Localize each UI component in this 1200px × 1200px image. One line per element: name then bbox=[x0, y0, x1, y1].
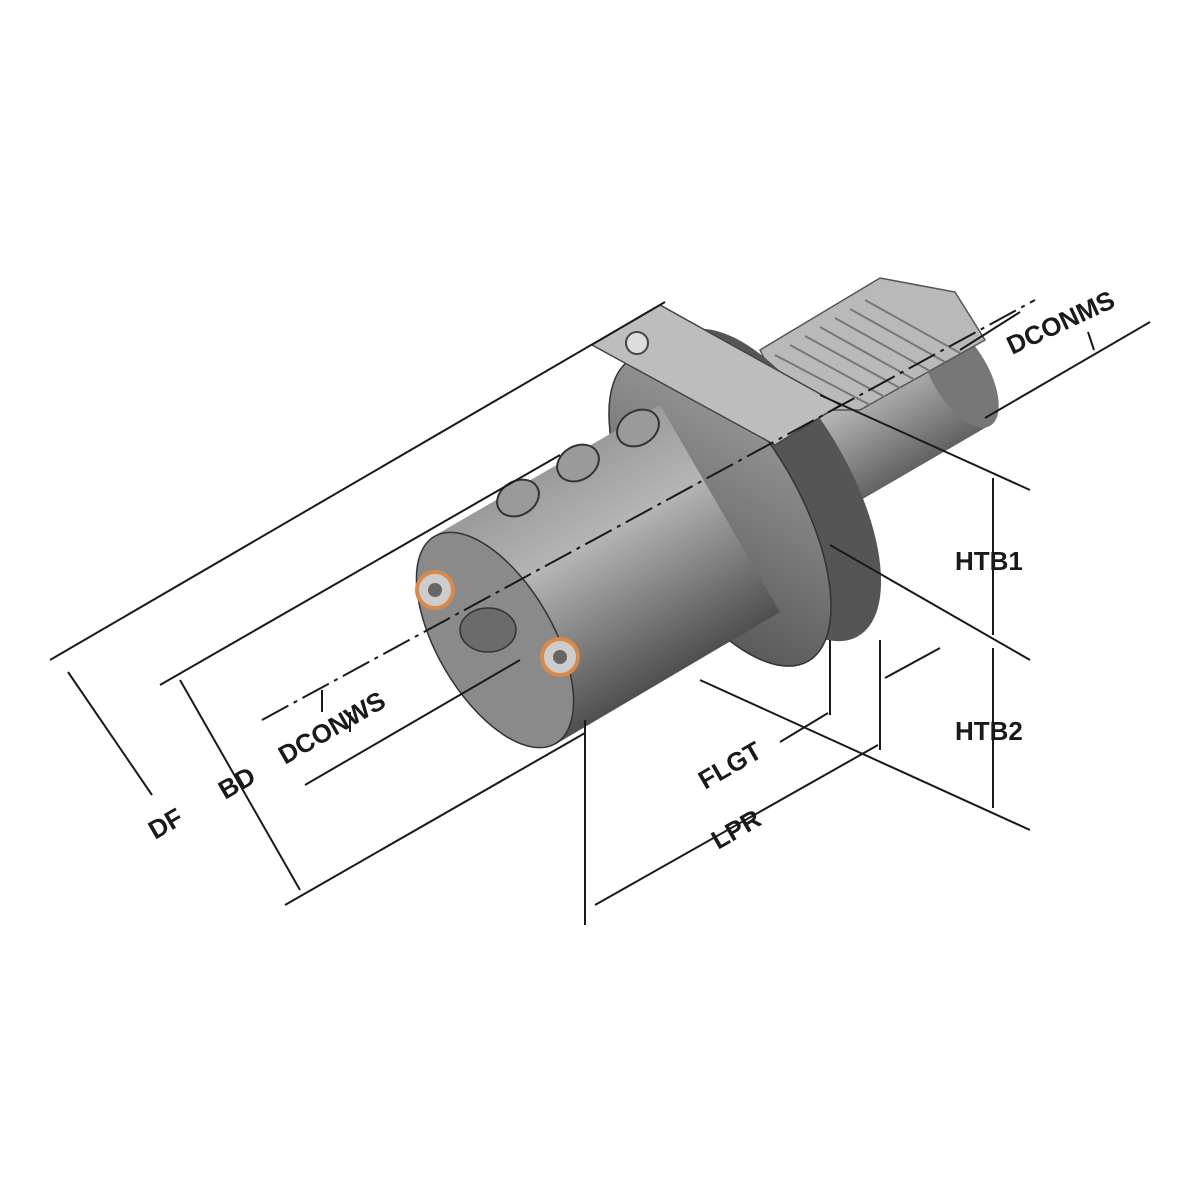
label-flgt: FLGT bbox=[693, 735, 767, 795]
dimension-lines bbox=[49, 299, 1151, 925]
label-htb1: HTB1 bbox=[955, 546, 1023, 576]
label-lpr: LPR bbox=[706, 803, 766, 855]
screw-icon bbox=[616, 408, 660, 448]
label-bd: BD bbox=[213, 760, 261, 805]
serrations bbox=[774, 299, 961, 406]
bore bbox=[459, 607, 517, 653]
label-dconws: DCONWS bbox=[273, 685, 391, 770]
label-htb2: HTB2 bbox=[955, 716, 1023, 746]
body bbox=[415, 405, 780, 749]
top-screw-icon bbox=[625, 331, 649, 355]
label-df: DF bbox=[143, 802, 188, 845]
screw-icon bbox=[556, 443, 600, 483]
clamp-screws bbox=[496, 408, 660, 518]
